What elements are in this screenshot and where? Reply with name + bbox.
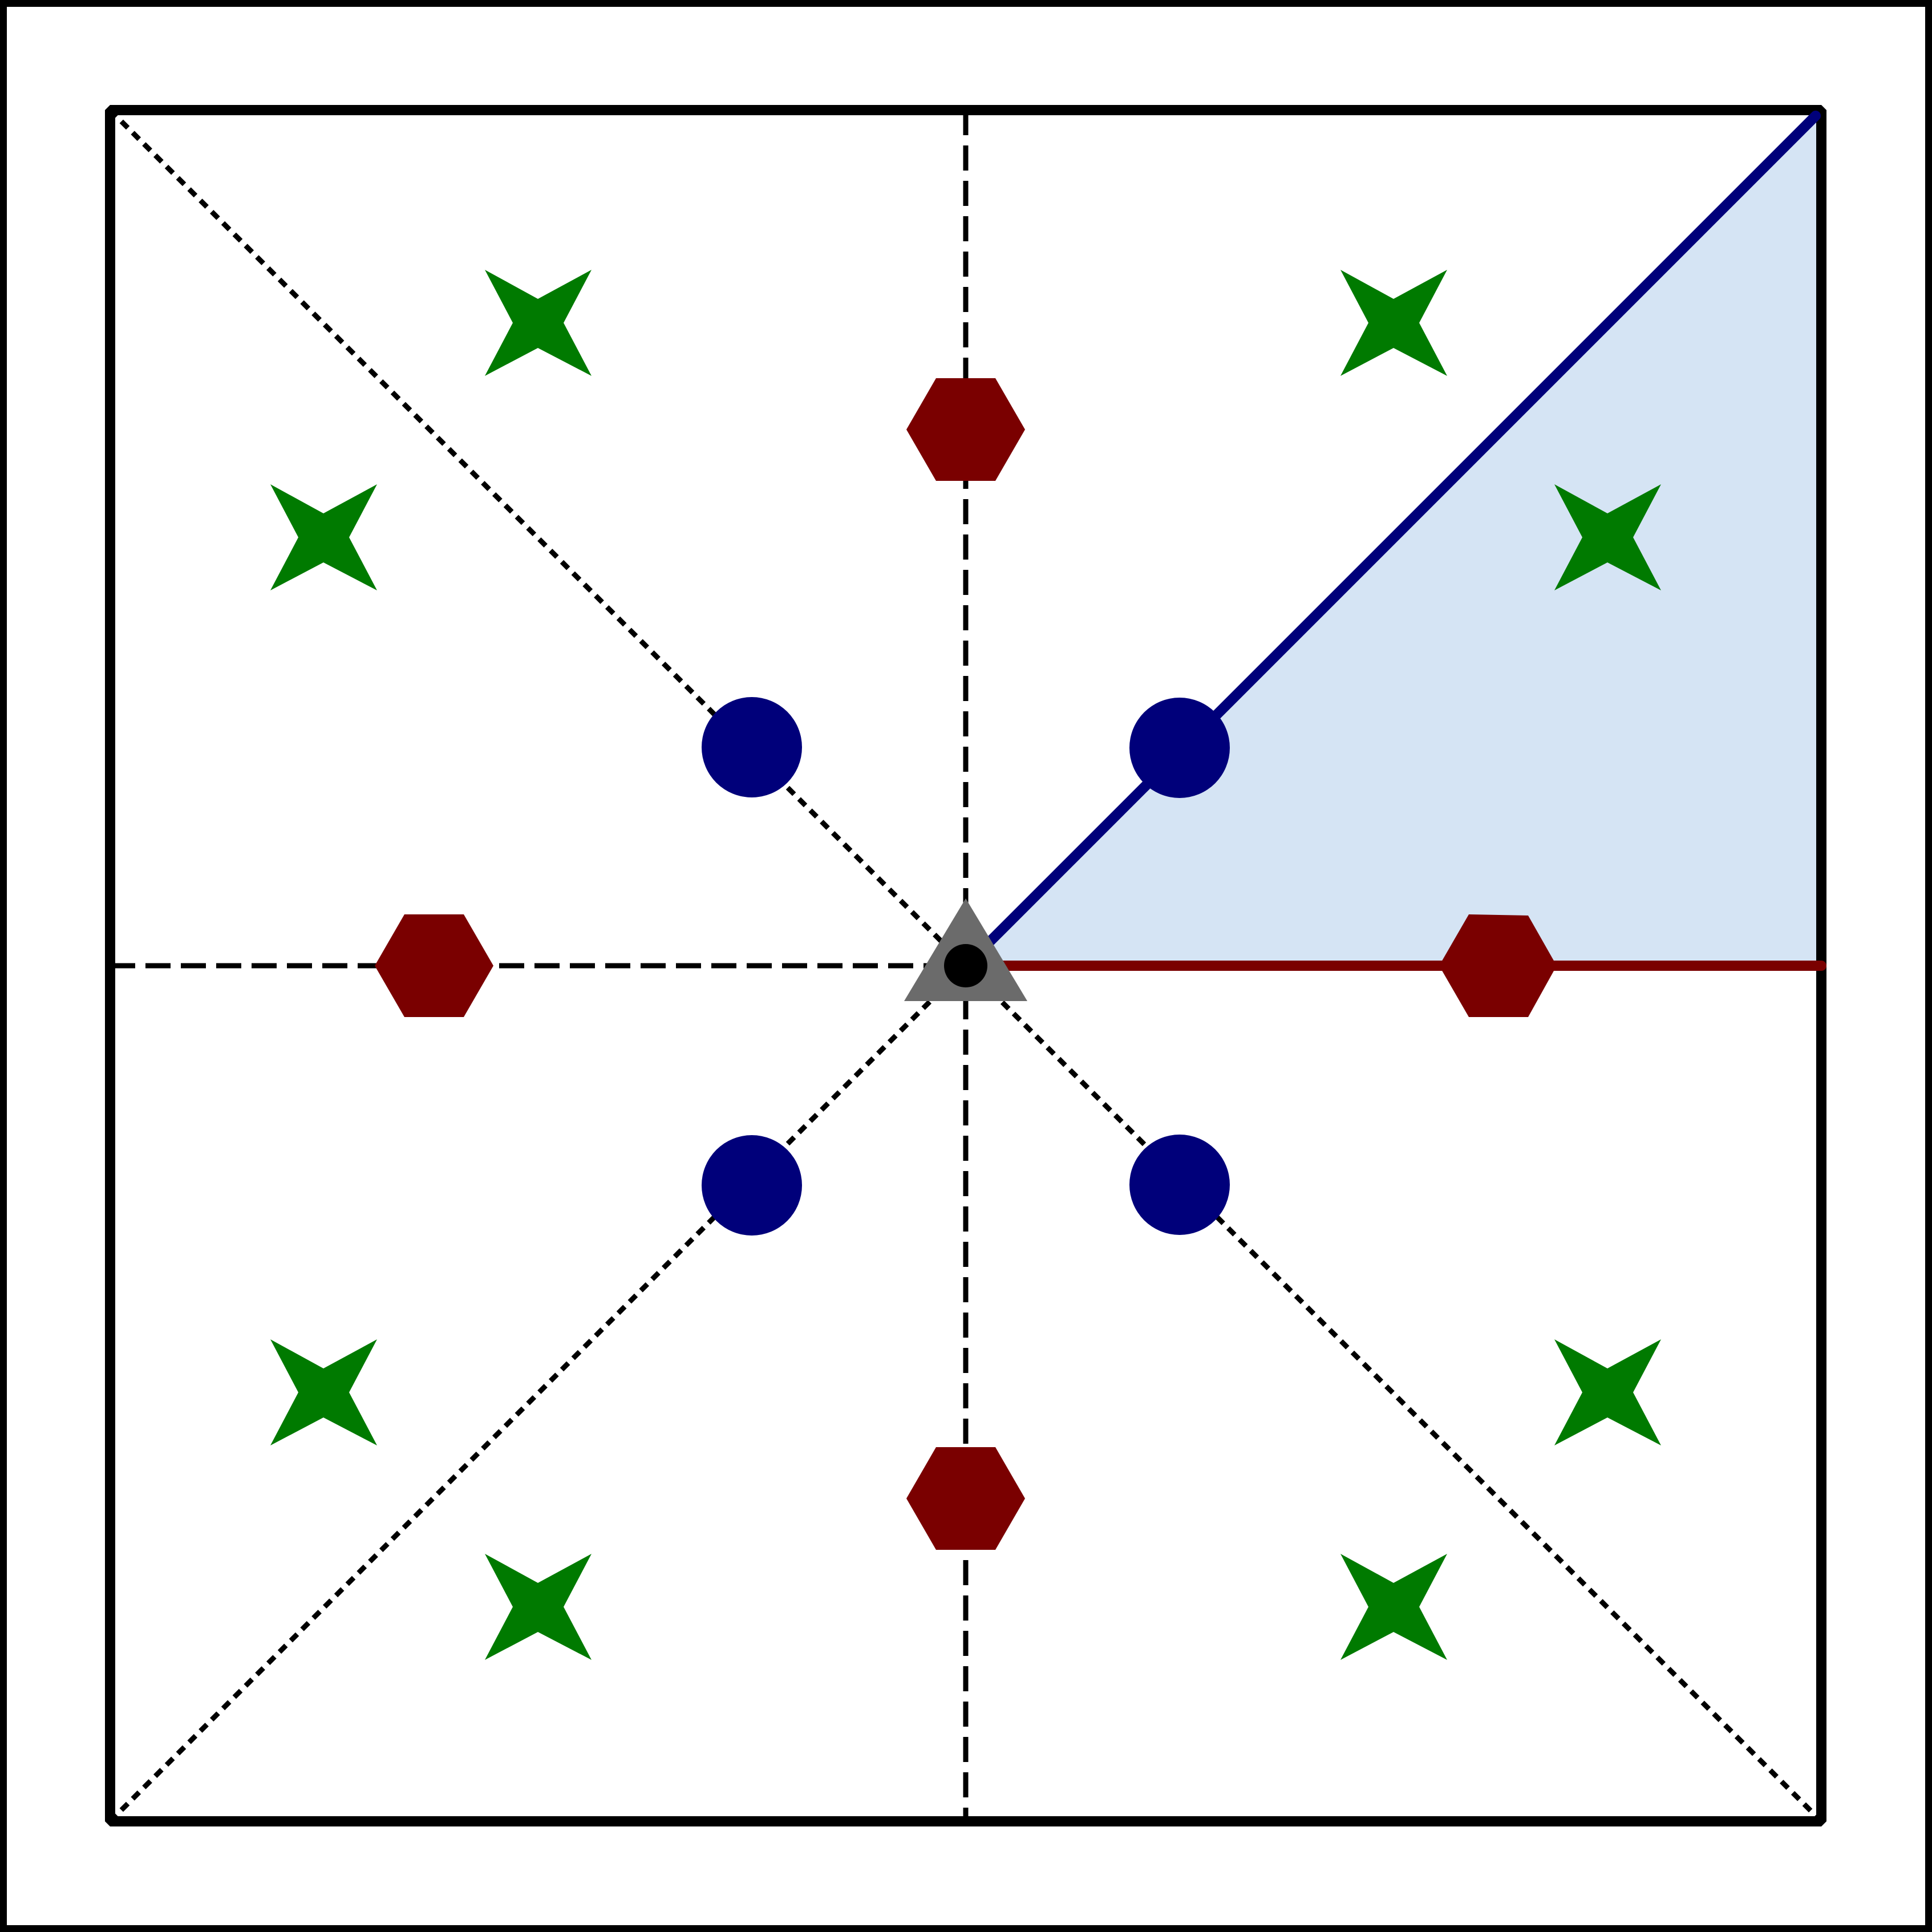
four-point-star-icon [1340, 1554, 1447, 1660]
diagonal-reflection-line-sw-ne [108, 963, 968, 1824]
circle-markers [702, 697, 1230, 1236]
four-point-star-icon [485, 1554, 592, 1660]
triangle-with-dot-icon [904, 898, 1027, 1001]
mirror-edge-diagonal [961, 111, 1821, 971]
hexagon-markers [375, 378, 1557, 1550]
hexagon-icon [906, 378, 1025, 481]
center-dot [944, 944, 987, 987]
hexagon-icon [375, 914, 493, 1017]
four-point-star-icon [485, 270, 592, 376]
hexagon-icon [906, 1447, 1025, 1550]
circle-icon [1129, 1135, 1230, 1235]
four-point-star-icon [1554, 1339, 1661, 1445]
circle-icon [1129, 698, 1230, 798]
hexagon-icon [1439, 914, 1557, 1017]
four-point-star-icon [1340, 270, 1447, 376]
four-point-star-icon [270, 1339, 377, 1445]
four-point-star-icon [1554, 484, 1661, 590]
four-point-star-icon [270, 484, 377, 590]
circle-icon [702, 1135, 802, 1236]
diagonal-reflection-line-nw-se [108, 108, 1824, 1824]
star-markers [270, 270, 1661, 1660]
circle-icon [702, 697, 802, 797]
